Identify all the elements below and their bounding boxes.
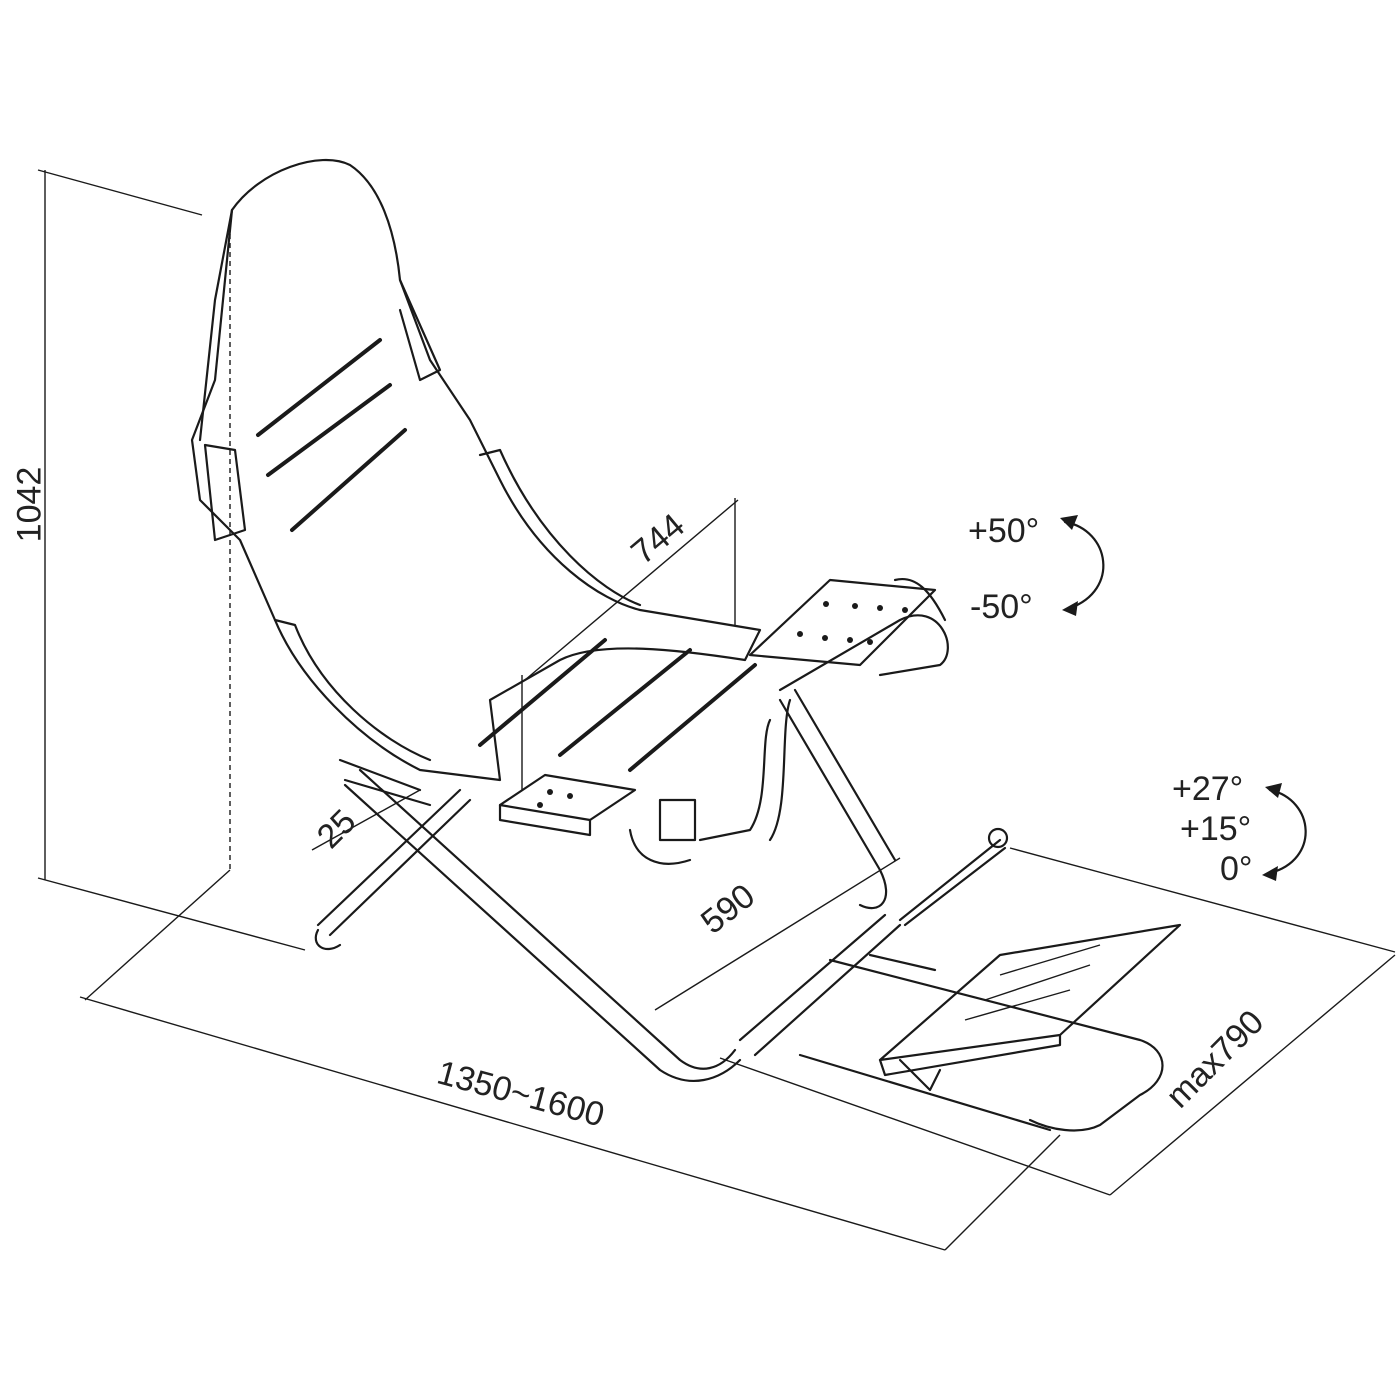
wheel-rotation-arrow-icon	[1063, 520, 1105, 610]
pedal-frame	[738, 827, 1182, 1132]
frame-tubes	[314, 577, 949, 1082]
wheel-up-angle: +50°	[968, 512, 1040, 550]
pedal-mid-angle: +15°	[1180, 810, 1252, 848]
wheel-down-angle: -50°	[970, 588, 1033, 626]
height-label: 1042	[10, 466, 49, 543]
shifter-mount-plate	[498, 773, 697, 842]
wheel-mount-plate	[748, 578, 937, 667]
pedal-rotation-arrow-icon	[1268, 788, 1307, 875]
seat-shell	[190, 158, 762, 782]
pedal-low-angle: 0°	[1220, 850, 1253, 888]
pedal-high-angle: +27°	[1172, 770, 1244, 808]
dimension-lines	[37, 169, 1396, 1251]
rotation-arrows	[1060, 515, 1307, 881]
